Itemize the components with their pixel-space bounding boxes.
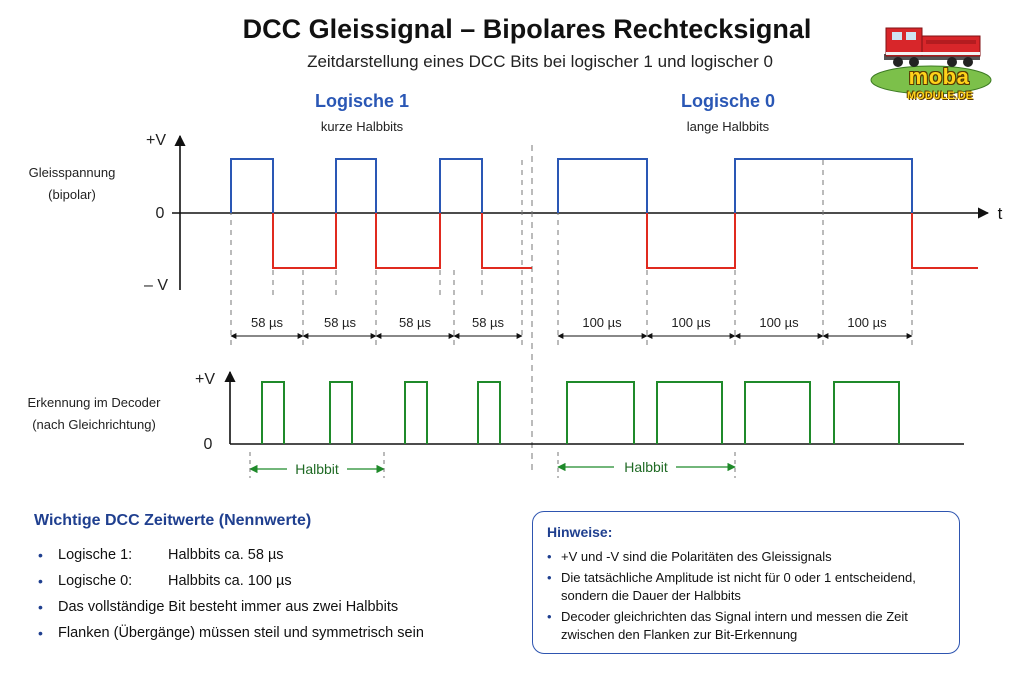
page-title: DCC Gleissignal – Bipolares Rechtecksign… [242,14,812,44]
halbbit-label-bg [614,457,676,477]
logic0-heading: Logische 0 [681,91,775,111]
timing-values-list: Logische 1: Halbbits ca. 58 µs Logische 0… [34,544,504,648]
decoder-zero-label: 0 [204,436,213,453]
halbbit-label-bg [287,459,347,479]
duration-label: 58 µs [472,315,505,330]
decoder-pos-label: +V [195,371,215,388]
logo: moba MODULE.DE [866,14,996,104]
decoder-label: Erkennung im Decoder [28,395,162,410]
timing-values-panel: Wichtige DCC Zeitwerte (Nennwerte) Logis… [34,512,504,648]
item-value: Flanken (Übergänge) müssen steil und sym… [58,625,424,641]
duration-label: 58 µs [399,315,432,330]
list-item: Decoder gleichrichten das Signal intern … [547,608,945,644]
logic1-subheading: kurze Halbbits [321,119,404,134]
track-signal-negative [272,213,978,269]
item-value: Halbbits ca. 100 µs [168,573,292,589]
y-axis-pos-label: +V [146,132,166,149]
duration-label: 100 µs [671,315,711,330]
notes-list: +V und -V sind die Polaritäten des Gleis… [547,548,945,644]
item-key: Logische 0: [58,573,133,589]
duration-label: 100 µs [582,315,622,330]
locomotive-icon [870,27,992,95]
logic1-heading: Logische 1 [315,91,409,111]
notes-box: Hinweise: +V und -V sind die Polaritäten… [532,511,960,654]
duration-label: 100 µs [847,315,887,330]
notes-heading: Hinweise: [547,524,613,540]
page-subtitle: Zeitdarstellung eines DCC Bits bei logis… [307,52,773,71]
duration-label: 58 µs [251,315,284,330]
list-item: Logische 1: Halbbits ca. 58 µs [34,544,504,570]
list-item: Flanken (Übergänge) müssen steil und sym… [34,622,504,648]
track-signal-positive [230,158,913,213]
item-key: Logische 1: [58,547,133,563]
list-item: Das vollständige Bit besteht immer aus z… [34,596,504,622]
logic0-subheading: lange Halbbits [687,119,770,134]
decoder-sublabel: (nach Gleichrichtung) [32,417,156,432]
y-axis-zero-label: 0 [156,205,165,222]
x-axis-label: t [998,204,1003,223]
y-axis-neg-label: – V [144,277,168,294]
list-item: Die tatsächliche Amplitude ist nicht für… [547,569,945,605]
list-item: +V und -V sind die Polaritäten des Gleis… [547,548,945,566]
timing-diagram: Logische 1 kurze Halbbits Logische 0 lan… [28,91,1003,479]
decoder-signal [261,381,900,444]
duration-label: 58 µs [324,315,357,330]
logo-text: moba [908,64,970,89]
logo-subtext: MODULE.DE [907,90,973,102]
duration-label: 100 µs [759,315,799,330]
halbbit-label-long: Halbbit [624,459,668,475]
item-value: Das vollständige Bit besteht immer aus z… [58,599,399,615]
list-item: Logische 0: Halbbits ca. 100 µs [34,570,504,596]
item-value: Halbbits ca. 58 µs [168,547,284,563]
halbbit-label-short: Halbbit [295,461,339,477]
track-voltage-sublabel: (bipolar) [48,187,96,202]
track-voltage-label: Gleisspannung [29,165,116,180]
timing-values-heading: Wichtige DCC Zeitwerte (Nennwerte) [34,512,312,529]
